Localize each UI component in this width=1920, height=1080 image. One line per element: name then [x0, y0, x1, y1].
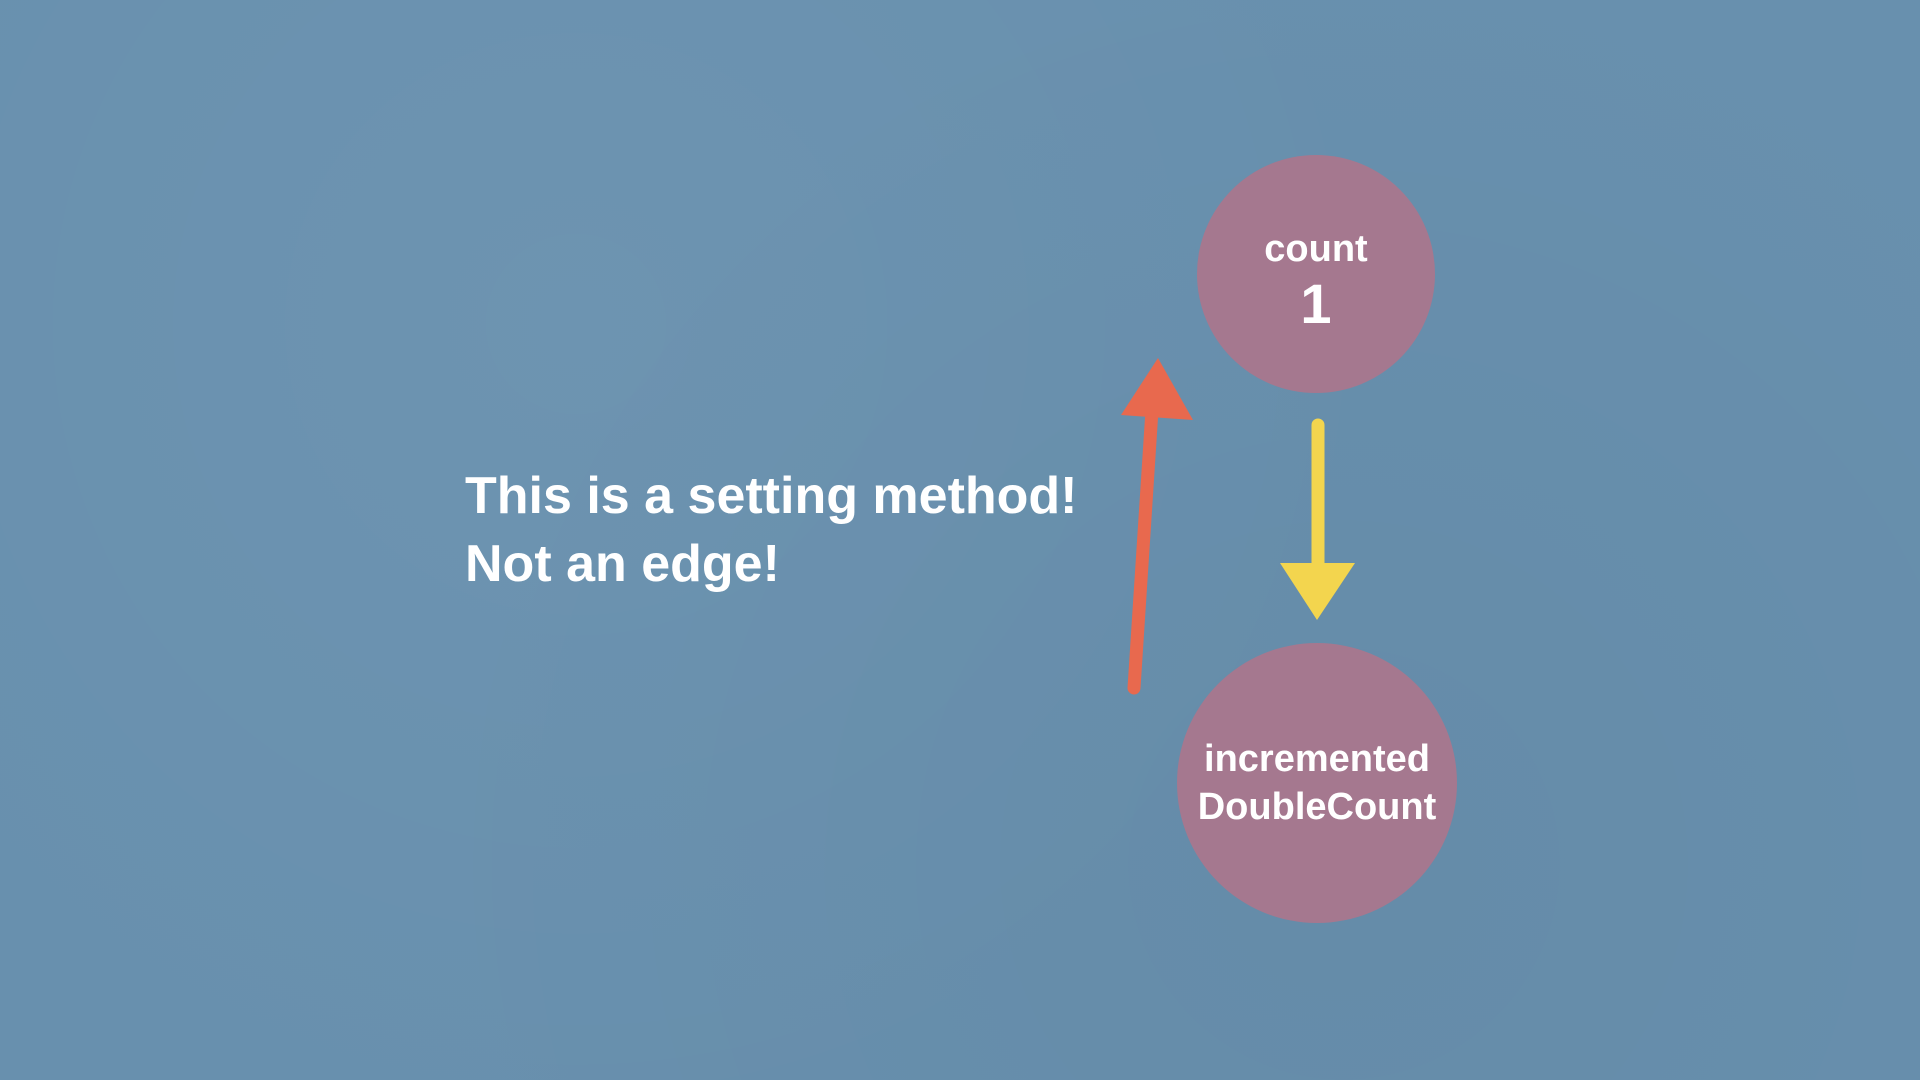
- count-node-label: count: [1264, 228, 1368, 270]
- setting-method-arrow: [1121, 358, 1193, 695]
- derived-node-label-line1: incremented: [1204, 738, 1430, 780]
- dependency-edge-arrow: [1280, 418, 1355, 620]
- count-node: count 1: [1197, 155, 1435, 393]
- caption-line1: This is a setting method!: [465, 467, 1078, 525]
- derived-node-label-line2: DoubleCount: [1197, 786, 1437, 828]
- count-node-value: 1: [1300, 272, 1332, 335]
- incremented-double-count-node: incremented DoubleCount: [1177, 643, 1457, 923]
- caption: This is a setting method! Not an edge!: [465, 462, 1078, 598]
- caption-line2: Not an edge!: [465, 535, 780, 593]
